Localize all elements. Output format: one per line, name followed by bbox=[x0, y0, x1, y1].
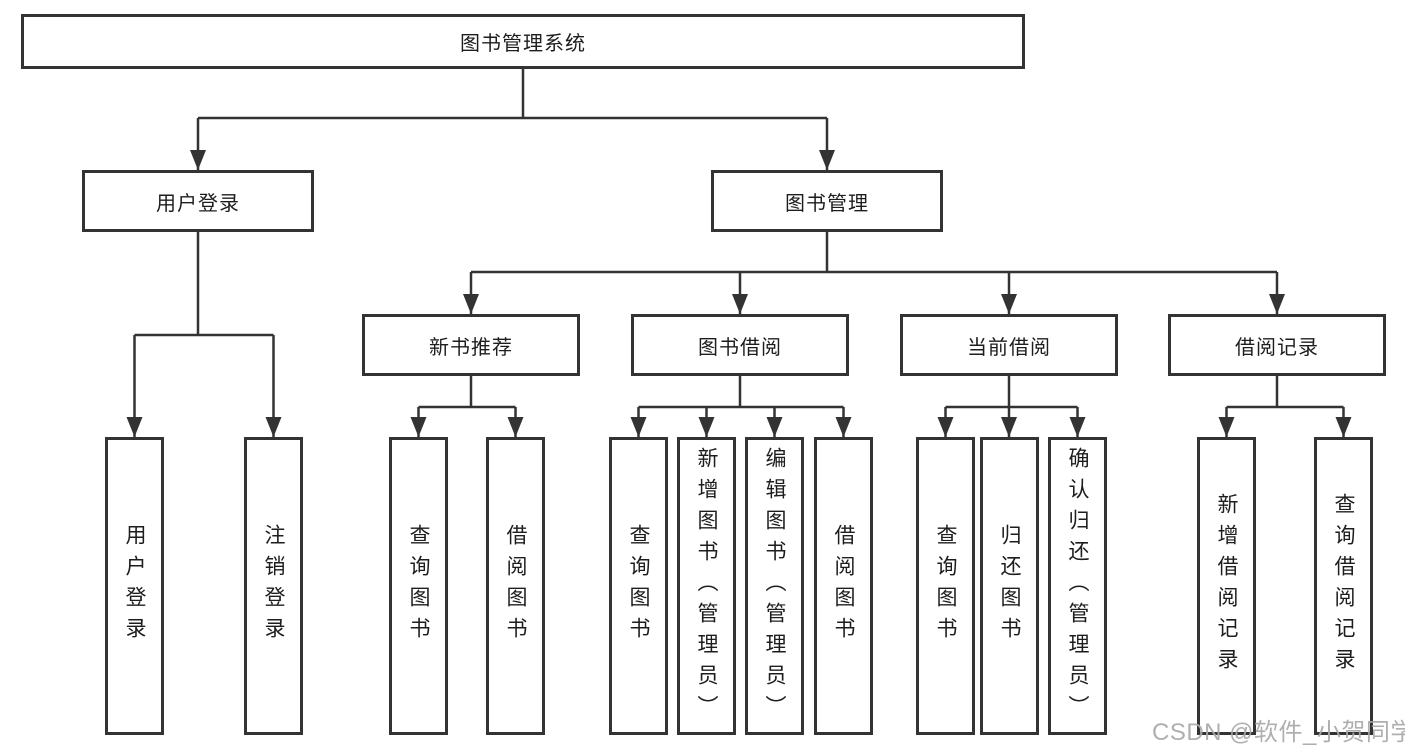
leaf-query-books-recommend: 查询图书 bbox=[389, 437, 448, 735]
node-user-login: 用户登录 bbox=[82, 170, 314, 232]
node-root-library-system: 图书管理系统 bbox=[21, 14, 1025, 69]
leaf-confirm-return-admin: 确认归还（管理员） bbox=[1048, 437, 1107, 735]
leaf-add-borrow-record: 新增借阅记录 bbox=[1197, 437, 1256, 735]
leaf-edit-books-admin: 编辑图书（管理员） bbox=[745, 437, 804, 735]
leaf-query-borrow-record: 查询借阅记录 bbox=[1314, 437, 1373, 735]
leaf-borrow-books: 借阅图书 bbox=[814, 437, 873, 735]
node-book-management: 图书管理 bbox=[711, 170, 943, 232]
leaf-query-books-borrowing: 查询图书 bbox=[609, 437, 668, 735]
leaf-borrow-books-recommend: 借阅图书 bbox=[486, 437, 545, 735]
node-new-book-recommend: 新书推荐 bbox=[362, 314, 580, 376]
leaf-add-books-admin: 新增图书（管理员） bbox=[677, 437, 736, 735]
leaf-query-books-current: 查询图书 bbox=[916, 437, 975, 735]
leaf-logout: 注销登录 bbox=[244, 437, 303, 735]
node-book-borrowing: 图书借阅 bbox=[631, 314, 849, 376]
leaf-user-login: 用户登录 bbox=[105, 437, 164, 735]
node-borrow-records: 借阅记录 bbox=[1168, 314, 1386, 376]
csdn-watermark: CSDN @软件_小贺同学 bbox=[1152, 719, 1405, 746]
leaf-return-books: 归还图书 bbox=[980, 437, 1039, 735]
node-current-borrowing: 当前借阅 bbox=[900, 314, 1118, 376]
